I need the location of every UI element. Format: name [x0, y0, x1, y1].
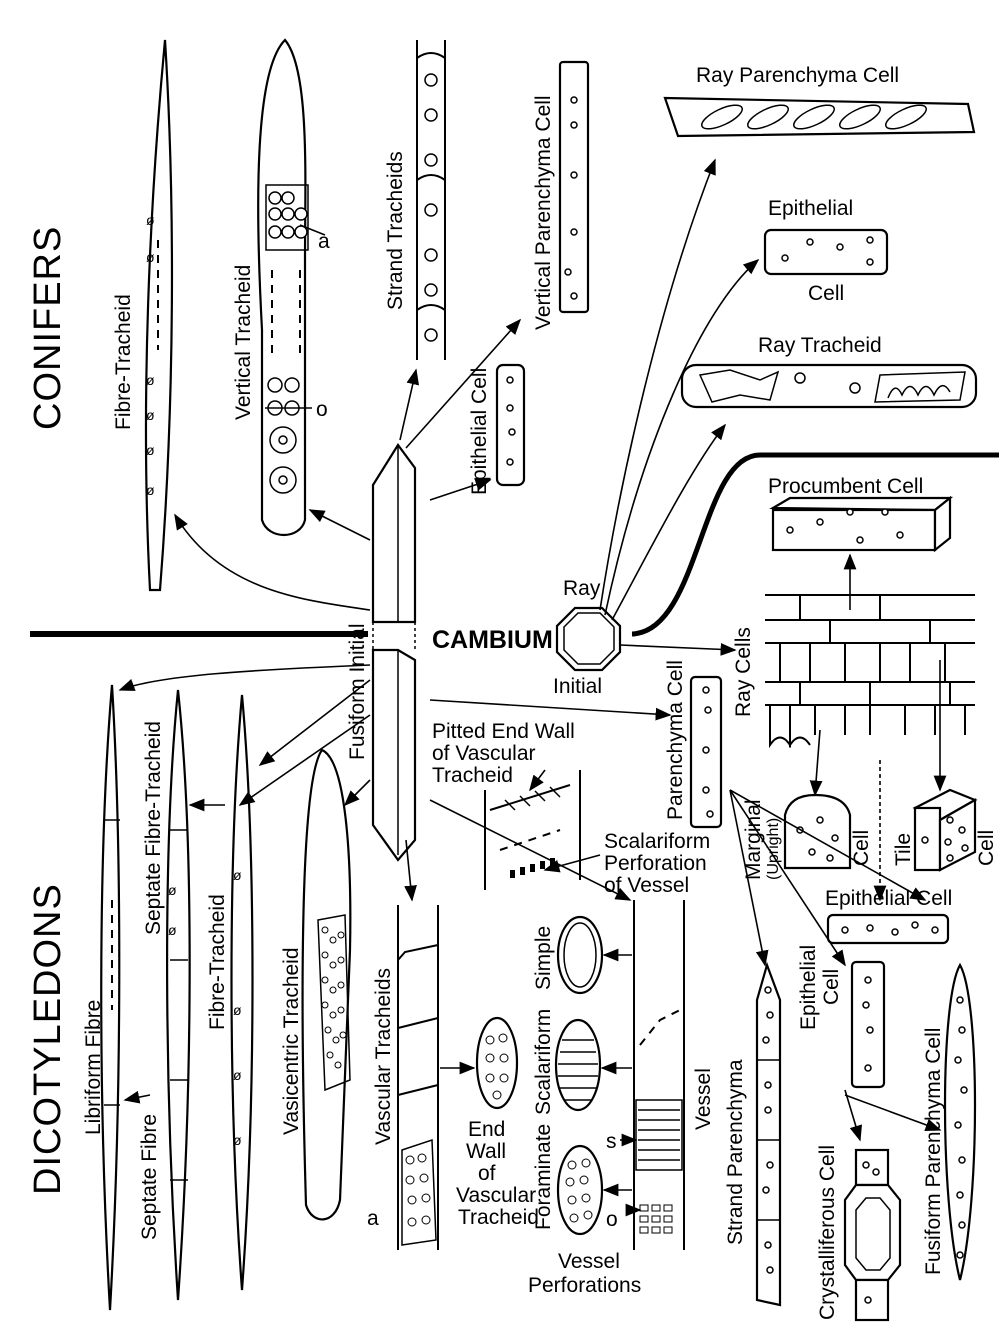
- end-wall-label-4: Vascular: [456, 1184, 536, 1207]
- svg-text:ø: ø: [146, 407, 155, 423]
- epithelial-cell-top-label: Epithelial Cell: [468, 368, 491, 495]
- conifer-fibre-tracheid: ø ø ø ø ø ø: [146, 40, 172, 590]
- fusiform-initial-cell: [373, 445, 415, 860]
- end-wall-oval: [477, 1018, 517, 1108]
- end-wall-label-2: Wall: [466, 1140, 506, 1163]
- scalariform-perforation-label-2: Perforation: [604, 852, 707, 875]
- vessel-element: [634, 900, 684, 1250]
- vertical-tracheid-cell: [258, 40, 325, 535]
- pitted-end-wall-label-2: of Vascular: [432, 742, 536, 765]
- ray-cells-label: Ray Cells: [732, 627, 755, 717]
- end-wall-label-3: of: [478, 1162, 496, 1185]
- vessel-label: Vessel: [692, 1068, 715, 1130]
- svg-text:ø: ø: [146, 212, 155, 228]
- epithelial-cell-low-label-2: Cell: [820, 969, 843, 1005]
- tile-label: Tile: [892, 833, 915, 866]
- initial-label: Initial: [553, 675, 602, 698]
- strand-tracheids-cells: [417, 40, 445, 360]
- vessel-perforations-label-1: Vessel: [558, 1250, 620, 1273]
- septate-fibre-tracheid-cell: ø ø: [167, 690, 190, 1300]
- fusiform-parenchyma-label: Fusiform Parenchyma Cell: [922, 1028, 945, 1275]
- pitted-end-wall-label-3: Tracheid: [432, 764, 513, 787]
- letter-a-bottom: a: [367, 1207, 379, 1230]
- procumbent-cell: [773, 498, 950, 550]
- letter-s: s: [606, 1130, 617, 1153]
- end-wall-label-1: End: [468, 1118, 505, 1141]
- foraminate-perforation: [558, 1146, 602, 1234]
- end-wall-label-5: Tracheid: [458, 1206, 539, 1229]
- svg-text:ø: ø: [233, 1132, 242, 1148]
- letter-o-bottom: o: [606, 1208, 618, 1231]
- parenchyma-cell-label: Parenchyma Cell: [664, 660, 687, 820]
- strand-parenchyma-label: Strand Parenchyma: [724, 1059, 747, 1245]
- svg-text:ø: ø: [146, 442, 155, 458]
- svg-text:ø: ø: [146, 372, 155, 388]
- fusiform-initial-label: Fusiform Initial: [346, 623, 369, 760]
- libriform-fibre-cell: [101, 685, 120, 1310]
- letter-o-top: o: [316, 398, 328, 421]
- epithelial-right-cell-label: Cell: [808, 282, 844, 305]
- ray-initial-cell: [557, 608, 620, 670]
- epithelial-cell-low-label-1: Epithelial: [797, 945, 820, 1030]
- foraminate-label: Foraminate: [532, 1124, 555, 1230]
- epithelial-right-label: Epithelial: [768, 197, 853, 220]
- svg-text:ø: ø: [233, 1002, 242, 1018]
- vasicentric-tracheid-label: Vasicentric Tracheid: [280, 947, 303, 1135]
- ray-parenchyma-cell: [665, 98, 974, 136]
- fibre-tracheid-bottom-label: Fibre-Tracheid: [206, 894, 229, 1030]
- svg-text:ø: ø: [146, 482, 155, 498]
- conifers-title: CONIFERS: [27, 226, 69, 430]
- letter-a-top: a: [318, 230, 330, 253]
- svg-text:ø: ø: [233, 1067, 242, 1083]
- ray-parenchyma-label: Ray Parenchyma Cell: [696, 64, 899, 87]
- svg-text:ø: ø: [146, 249, 155, 265]
- epithelial-cell-mid-label: Epithelial Cell: [825, 887, 952, 910]
- fusiform-parenchyma-cell: [945, 965, 975, 1280]
- dicot-fibre-tracheid-cell: ø ø ø ø: [232, 695, 253, 1290]
- scalariform-perforation: [556, 1020, 600, 1110]
- crystalliferous-label: Crystalliferous Cell: [816, 1145, 839, 1320]
- marginal-upright-cell: [785, 795, 850, 868]
- ray-cells-block: [765, 595, 975, 745]
- vascular-tracheids-label: Vascular Tracheids: [372, 968, 395, 1145]
- tile-cell: [915, 790, 975, 870]
- libriform-fibre-label: Libriform Fibre: [82, 1000, 105, 1135]
- scalariform-perforation-label-1: Scalariform: [604, 830, 710, 853]
- pitted-end-wall-label-1: Pitted End Wall: [432, 720, 575, 743]
- svg-text:ø: ø: [168, 882, 177, 898]
- tile-cell-label: Cell: [975, 830, 998, 866]
- vessel-perforations-label-2: Perforations: [528, 1274, 641, 1297]
- upright-label: (Upright): [765, 818, 782, 880]
- vertical-parenchyma-label: Vertical Parenchyma Cell: [532, 95, 555, 330]
- ray-tracheid-label: Ray Tracheid: [758, 334, 882, 357]
- scalariform-label: Scalariform: [532, 1009, 555, 1115]
- septate-fibre-tracheid-label: Septate Fibre-Tracheid: [142, 721, 165, 935]
- fibre-tracheid-top-label: Fibre-Tracheid: [112, 294, 135, 430]
- marginal-cell-label: Cell: [850, 830, 873, 866]
- cambium-label: CAMBIUM: [432, 626, 553, 654]
- septate-fibre-label: Septate Fibre: [138, 1114, 161, 1240]
- vasicentric-tracheid-cell: [303, 750, 351, 1219]
- svg-text:ø: ø: [168, 922, 177, 938]
- svg-text:ø: ø: [233, 867, 242, 883]
- dicotyledons-title: DICOTYLEDONS: [27, 883, 69, 1195]
- vascular-tracheids-cells: [398, 905, 438, 1250]
- crystalliferous-cell: [845, 1150, 900, 1320]
- procumbent-label: Procumbent Cell: [768, 475, 923, 498]
- vertical-tracheid-label: Vertical Tracheid: [232, 265, 255, 420]
- strand-tracheids-label: Strand Tracheids: [384, 151, 407, 310]
- strand-parenchyma-cells: [757, 965, 780, 1305]
- simple-label: Simple: [532, 926, 555, 990]
- ray-label: Ray: [563, 577, 601, 600]
